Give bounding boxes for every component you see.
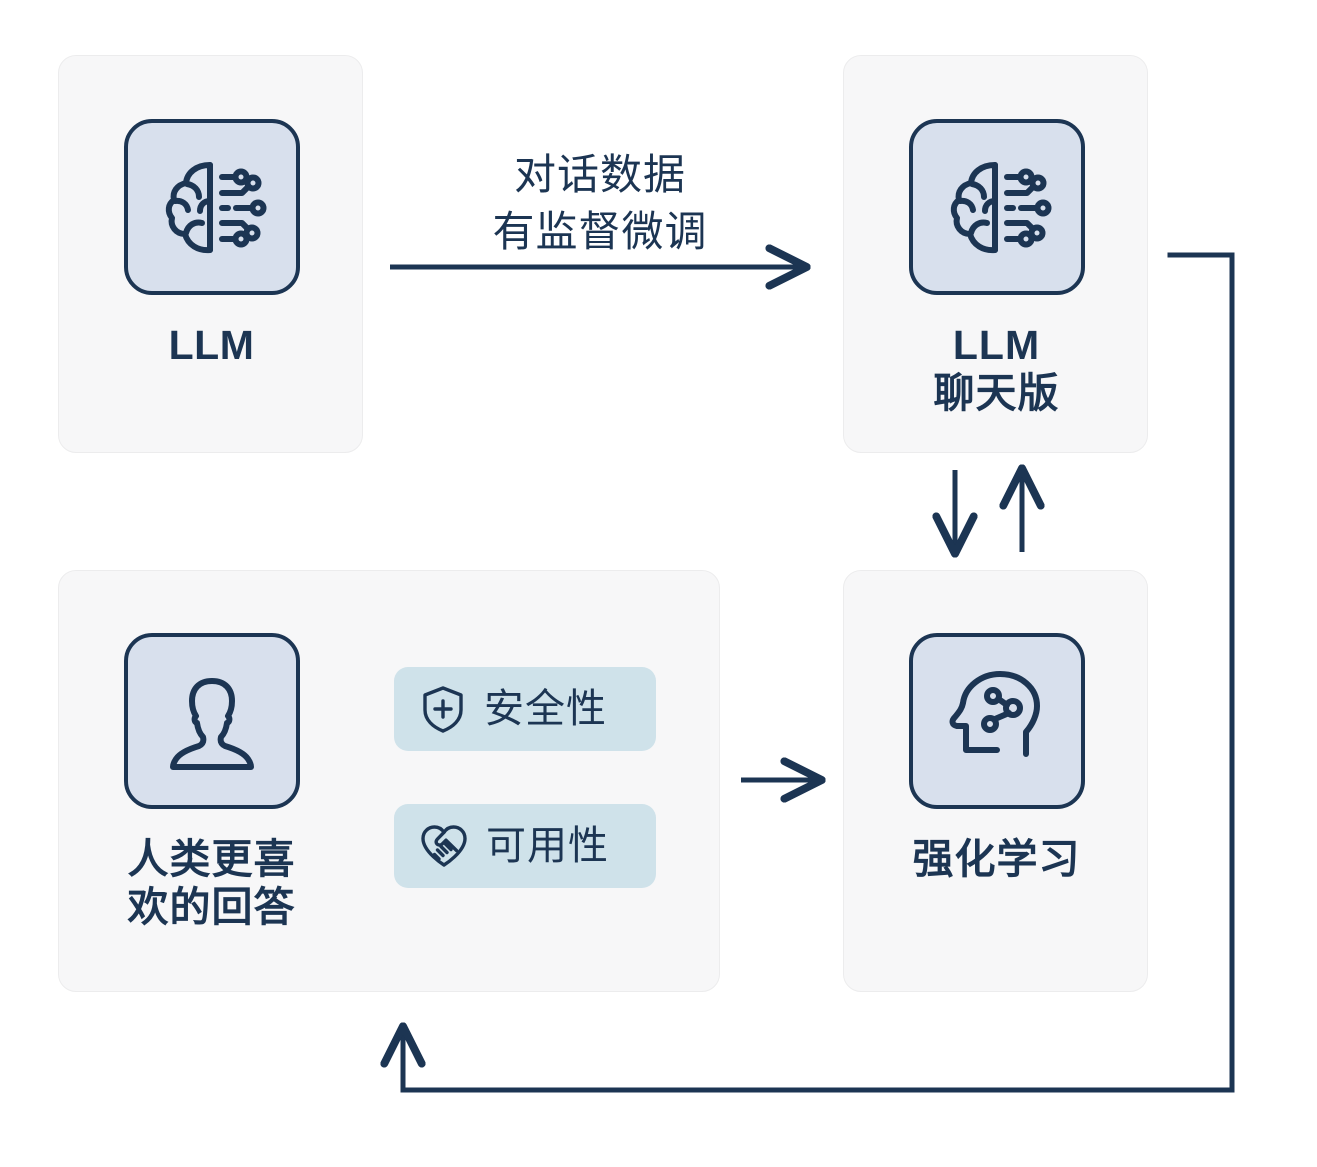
node-card-llm-chat[interactable]: LLM 聊天版	[843, 55, 1148, 453]
node-label-reinforcement-learning: 强化学习	[912, 836, 1081, 882]
pill-label-helpfulness: 可用性	[486, 824, 609, 868]
node-card-human-preference[interactable]: 人类更喜 欢的回答 安全性	[58, 570, 720, 992]
brain-circuit-icon	[123, 119, 300, 295]
person-silhouette-icon	[123, 633, 300, 809]
pill-helpfulness[interactable]: 可用性	[394, 804, 656, 888]
node-card-reinforcement-learning[interactable]: 强化学习	[843, 570, 1148, 992]
heart-handshake-icon	[420, 824, 468, 868]
shield-plus-icon	[420, 685, 466, 733]
node-label-llm: LLM	[168, 322, 255, 368]
pill-label-safety: 安全性	[484, 687, 607, 731]
head-network-icon	[908, 633, 1085, 809]
node-label-llm-chat: LLM 聊天版	[933, 322, 1060, 417]
brain-circuit-icon	[908, 119, 1085, 295]
pill-safety[interactable]: 安全性	[394, 667, 656, 751]
node-label-human-preference: 人类更喜 欢的回答	[127, 836, 296, 931]
node-card-llm[interactable]: LLM	[58, 55, 363, 453]
edge-label-supervised-finetuning: 对话数据 有监督微调	[492, 151, 708, 255]
